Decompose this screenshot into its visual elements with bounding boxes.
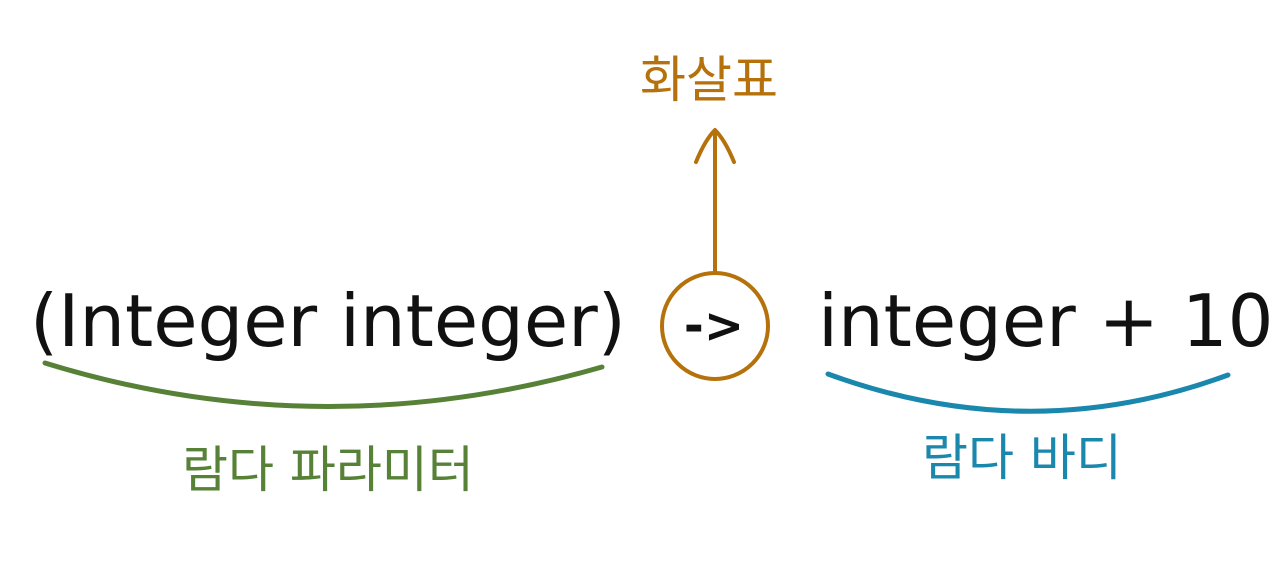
lambda-body-code: integer + 10	[818, 279, 1274, 363]
arrow-operator-circle	[660, 271, 770, 381]
body-underline	[825, 371, 1231, 414]
parameters-label: 람다 파라미터	[182, 441, 474, 499]
body-label: 람다 바디	[922, 429, 1122, 487]
lambda-arrow-operator: ->	[683, 298, 745, 354]
arrow-pointer-head	[694, 128, 736, 164]
lambda-parameters-code: (Integer integer)	[30, 279, 626, 363]
parameters-underline	[42, 360, 605, 409]
arrow-label: 화살표	[640, 51, 778, 109]
